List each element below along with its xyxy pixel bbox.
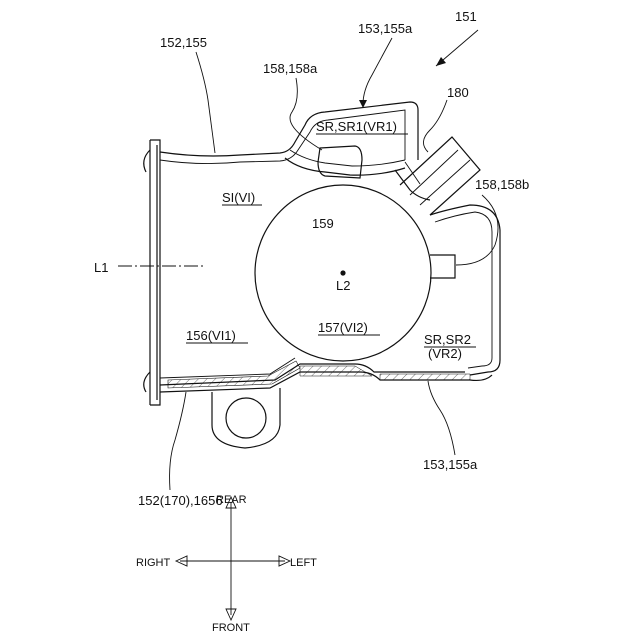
label-l2: L2 (336, 278, 350, 293)
label-153-155a-top: 153,155a (358, 21, 413, 36)
label-152-155: 152,155 (160, 35, 207, 50)
compass-front-label: FRONT (212, 622, 250, 634)
center-l2-dot (340, 270, 345, 275)
label-l1: L1 (94, 260, 108, 275)
label-sr-sr2: SR,SR2 (424, 332, 471, 347)
compass-left-label: LEFT (290, 557, 317, 569)
label-153-155a-bottom: 153,155a (423, 457, 478, 472)
housing-outline (144, 102, 500, 448)
label-152-170: 152(170),1656 (138, 493, 223, 508)
label-vr2: (VR2) (428, 346, 462, 361)
label-159: 159 (312, 216, 334, 231)
label-156: 156(VI1) (186, 328, 236, 343)
compass-rear-label: REAR (216, 494, 247, 506)
label-sr-sr1: SR,SR1(VR1) (316, 119, 397, 134)
label-si: SI(VI) (222, 190, 255, 205)
direction-compass (176, 497, 290, 620)
label-180: 180 (447, 85, 469, 100)
label-158-158b: 158,158b (475, 177, 529, 192)
compass-right-label: RIGHT (136, 557, 171, 569)
label-151: 151 (455, 9, 477, 24)
label-158-158a: 158,158a (263, 61, 318, 76)
label-157: 157(VI2) (318, 320, 368, 335)
